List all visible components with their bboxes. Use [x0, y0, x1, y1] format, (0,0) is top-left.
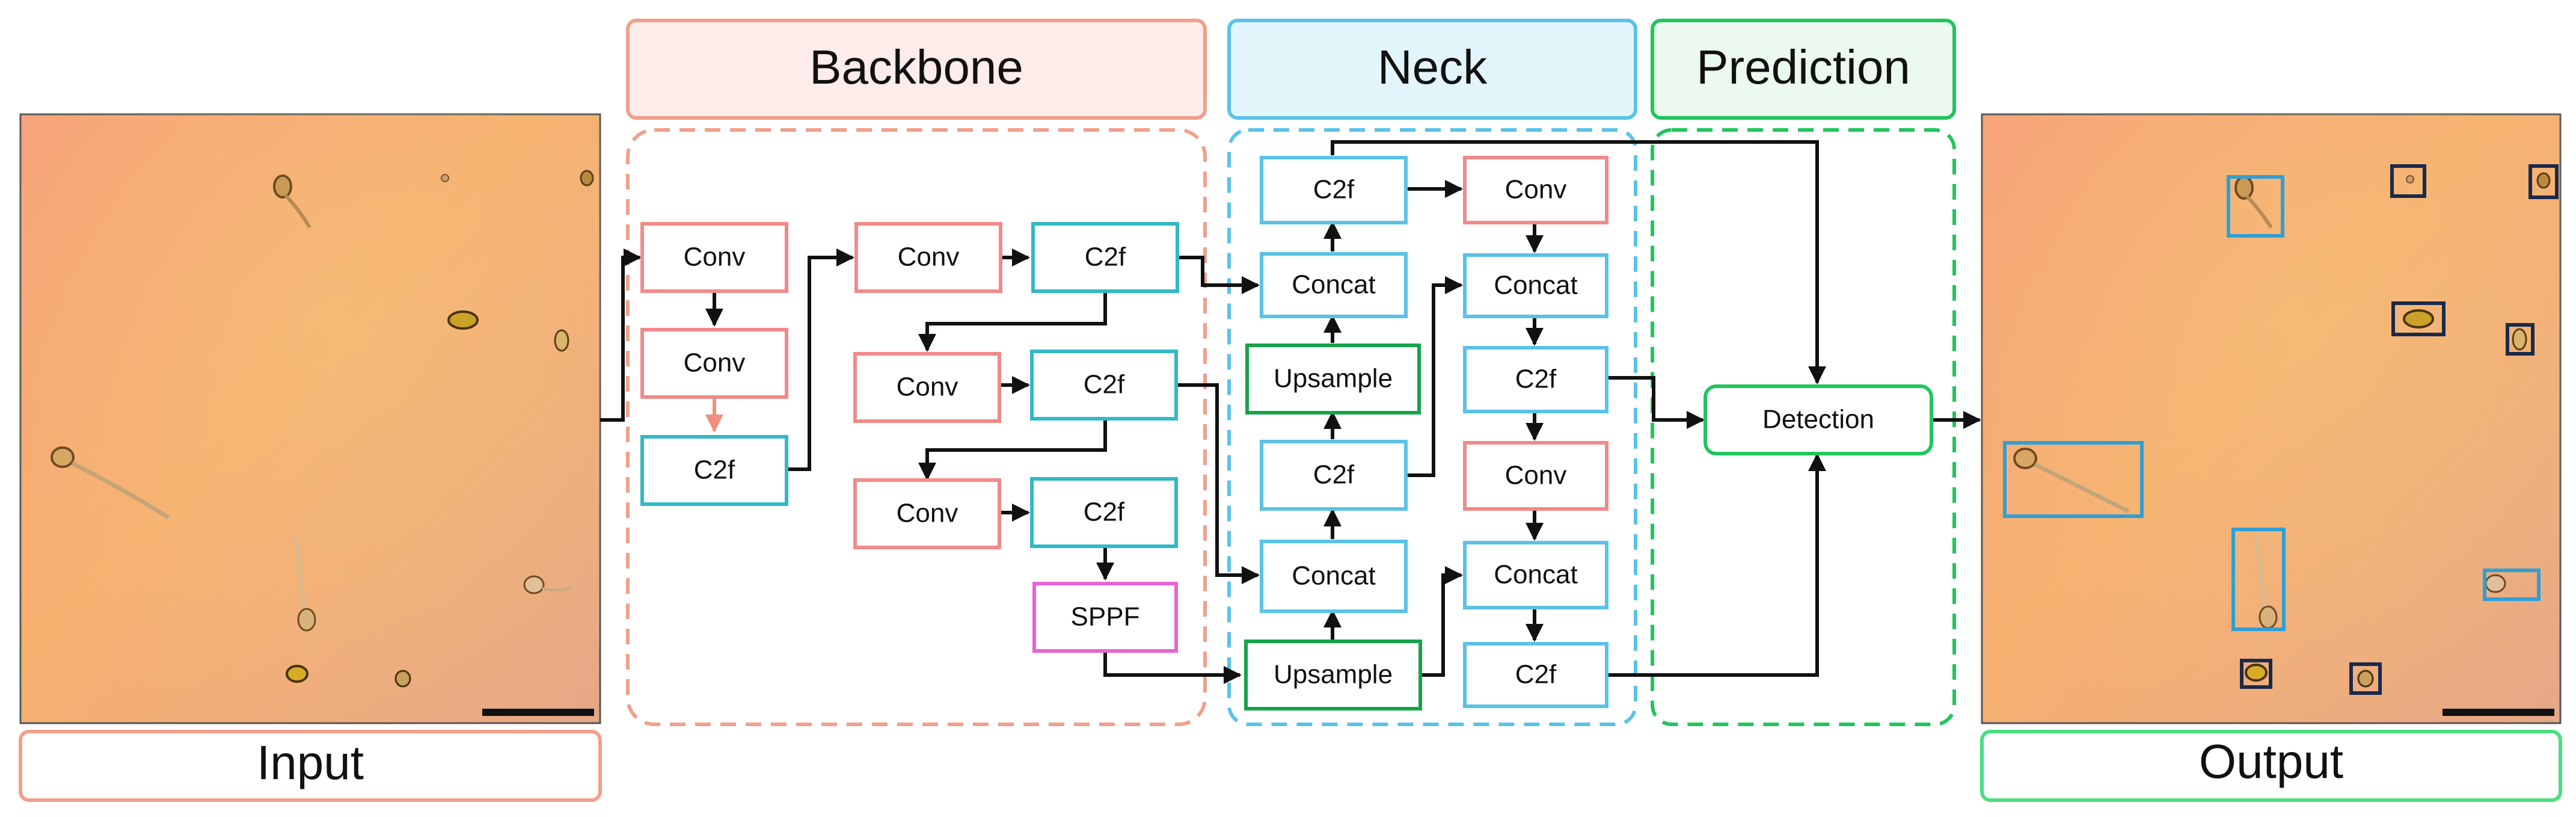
block-c2f: C2f	[1260, 156, 1408, 224]
connector	[1608, 376, 1705, 429]
connector	[1331, 140, 1826, 384]
block-conv: Conv	[640, 328, 788, 399]
connector	[1406, 276, 1463, 477]
prediction-title: Prediction	[1696, 40, 1910, 94]
block-c2f: C2f	[1031, 222, 1179, 293]
detection-box	[2349, 662, 2382, 695]
block-label: Upsample	[1274, 660, 1393, 689]
block-c2f: C2f	[1030, 477, 1178, 548]
connector	[787, 248, 854, 471]
block-label: Upsample	[1274, 364, 1393, 393]
block-concat: Concat	[1463, 541, 1608, 609]
block-label: C2f	[1085, 242, 1126, 272]
output-image	[1981, 113, 2562, 724]
block-label: Conv	[898, 242, 960, 272]
block-label: Conv	[1505, 461, 1567, 490]
input-image	[19, 113, 601, 724]
block-concat: Concat	[1463, 253, 1608, 318]
block-label: C2f	[1313, 175, 1355, 205]
block-label: Conv	[684, 348, 746, 378]
block-label: Concat	[1494, 560, 1577, 590]
input-scale-bar	[482, 709, 594, 716]
block-conv: Conv	[640, 222, 788, 293]
output-label-text: Output	[2199, 735, 2343, 788]
block-conv: Conv	[854, 222, 1002, 293]
detection-box	[2231, 528, 2286, 631]
detection-box	[2483, 569, 2541, 601]
detection-box	[2506, 323, 2535, 356]
connector	[1608, 453, 1826, 677]
block-label: Conv	[684, 242, 746, 272]
connector	[1103, 651, 1242, 684]
block-label: C2f	[1084, 498, 1125, 527]
backbone-section	[626, 128, 1207, 726]
detection-box	[2528, 164, 2559, 199]
block-label: Concat	[1292, 561, 1375, 591]
block-concat: Concat	[1260, 252, 1408, 318]
block-detection: Detection	[1704, 384, 1933, 455]
input-label: Input	[19, 730, 602, 802]
block-conv: Conv	[1463, 156, 1608, 224]
block-label: Concat	[1494, 271, 1577, 300]
block-label: Detection	[1762, 405, 1874, 434]
connector	[1177, 256, 1260, 294]
connectors	[600, 140, 1981, 684]
block-label: C2f	[1084, 370, 1125, 399]
connector	[918, 420, 1107, 481]
block-c2f: C2f	[640, 435, 788, 506]
block-conv: Conv	[1463, 441, 1608, 511]
backbone-header: Backbone	[626, 19, 1207, 120]
block-label: SPPF	[1071, 602, 1140, 632]
block-label: C2f	[1515, 365, 1557, 394]
block-label: Conv	[897, 372, 958, 402]
input-label-text: Input	[257, 736, 364, 789]
connector	[1174, 383, 1260, 584]
block-conv: Conv	[853, 478, 1001, 549]
output-label: Output	[1980, 730, 2562, 802]
backbone-title: Backbone	[809, 40, 1023, 94]
block-label: Conv	[897, 499, 958, 528]
block-label: Concat	[1292, 270, 1375, 300]
block-sppf: SPPF	[1032, 582, 1178, 653]
block-conv: Conv	[853, 352, 1001, 423]
block-c2f: C2f	[1260, 440, 1408, 511]
output-scale-bar	[2443, 709, 2554, 716]
detection-box	[2240, 659, 2272, 689]
detection-box	[2390, 164, 2426, 198]
connector	[600, 248, 642, 422]
detection-boxes	[2003, 164, 2559, 695]
block-c2f: C2f	[1463, 642, 1608, 708]
connector	[1420, 566, 1463, 677]
input-specimens	[51, 170, 594, 688]
prediction-section	[1651, 128, 1956, 726]
output-specimens	[2013, 172, 2551, 688]
block-label: C2f	[694, 455, 735, 485]
backbone-blocks: Conv Conv C2f Conv Conv Conv C2f C2f	[640, 222, 1179, 653]
detection-box	[2391, 301, 2446, 336]
block-upsample: Upsample	[1244, 640, 1422, 711]
neck-section	[1227, 128, 1637, 726]
neck-title: Neck	[1378, 40, 1488, 94]
neck-blocks: C2f Concat Upsample C2f Concat Upsample …	[1244, 156, 1608, 711]
block-concat: Concat	[1260, 540, 1408, 613]
block-label: C2f	[1313, 460, 1355, 490]
block-upsample: Upsample	[1245, 344, 1421, 415]
block-label: Conv	[1505, 175, 1567, 205]
detection-box	[2227, 175, 2284, 238]
block-c2f: C2f	[1463, 346, 1608, 413]
prediction-header: Prediction	[1651, 19, 1956, 120]
block-c2f: C2f	[1030, 350, 1178, 421]
neck-header: Neck	[1227, 19, 1637, 120]
block-label: C2f	[1515, 660, 1557, 689]
connector	[918, 292, 1107, 352]
detection-box	[2003, 441, 2144, 518]
